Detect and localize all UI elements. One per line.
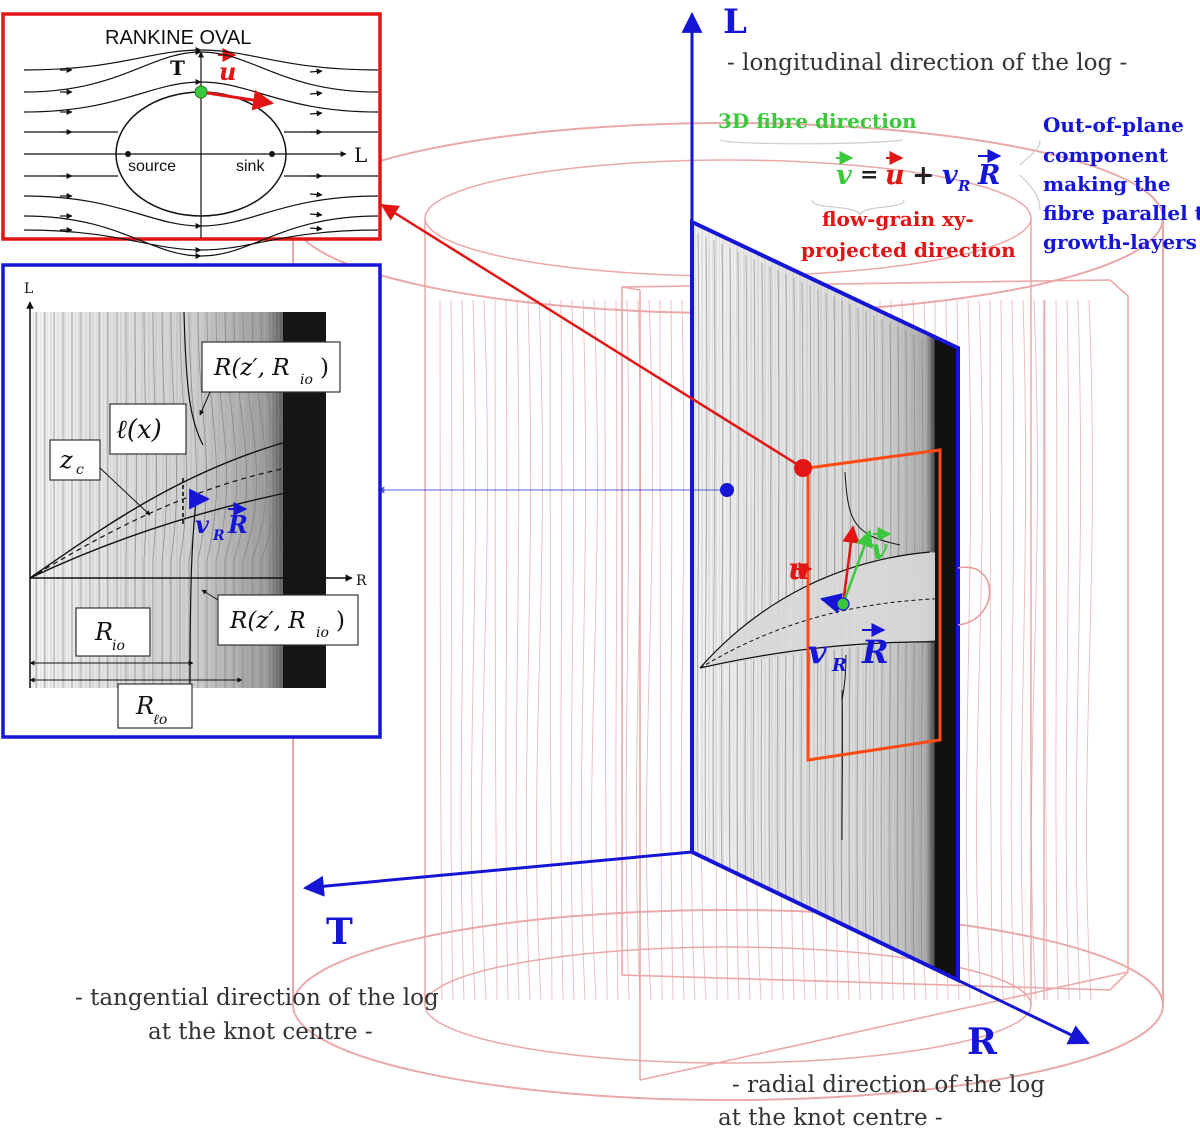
rankine-title: RANKINE OVAL: [105, 27, 251, 49]
rankine-sink-label: sink: [236, 158, 265, 175]
R-label: R: [861, 633, 889, 671]
v-vector: [841, 529, 873, 605]
out-of-plane-line1: Out-of-plane: [1043, 113, 1184, 137]
axis-T-arrow: [302, 850, 693, 897]
svg-text:): ): [336, 608, 345, 634]
v-label: v: [871, 533, 888, 566]
out-of-plane-line5: growth-layers: [1043, 230, 1197, 254]
axis-T-description-line2: at the knot centre -: [148, 1019, 373, 1045]
fibre-point: [836, 597, 850, 611]
callout-Rlo: [117, 683, 193, 729]
callout-ell: [109, 403, 187, 455]
rankine-T-label: T: [170, 56, 185, 80]
callout-R-lower-text: R(z′, R: [229, 608, 306, 634]
fibre-equation: v = u + v R R: [836, 149, 1002, 195]
flow-grain-brace: [719, 139, 1041, 217]
knot-R-vector-label: R: [227, 510, 248, 539]
axis-T-label: T: [326, 911, 353, 953]
eq-u: u: [885, 160, 905, 191]
callout-zc-text: z: [59, 446, 73, 474]
rankine-u-vector: [200, 89, 275, 111]
axis-R-label: R: [967, 1021, 998, 1063]
out-of-plane-line4: fibre parallel to: [1043, 201, 1200, 225]
callout-R-upper-sub: io: [300, 372, 313, 388]
rankine-point: [794, 459, 812, 477]
axis-L-label: L: [723, 2, 747, 42]
callout-zc-sub: c: [76, 462, 84, 478]
axis-R-description-line2: at the knot centre -: [718, 1105, 943, 1129]
u-label: u: [788, 552, 810, 587]
rankine-L-label: L: [354, 143, 367, 167]
knot-panel-point: [720, 483, 734, 497]
projection-window: [806, 448, 942, 762]
vR-subscript: R: [831, 655, 847, 676]
knot-vR-label: v: [195, 510, 210, 539]
flow-grain-label-line2: projected direction: [801, 238, 1016, 262]
connector-to-rankine: [380, 203, 804, 470]
axis-R-description-line1: - radial direction of the log: [732, 1072, 1045, 1098]
eq-plus: +: [912, 160, 935, 191]
fibre-direction-label: 3D fibre direction: [718, 109, 917, 133]
wood-section-plane: [690, 218, 960, 984]
callout-R-lower-sub: io: [316, 625, 329, 641]
svg-text:): ): [320, 355, 329, 381]
callout-R-upper: [201, 341, 341, 393]
callout-Rlo-text: R: [135, 692, 154, 720]
u-vector: [841, 525, 860, 605]
callout-R-upper-text: R(z′, R: [213, 355, 290, 381]
knot-L-label: L: [24, 281, 33, 297]
rankine-source-label: source: [128, 158, 176, 175]
knot-R-label: R: [356, 573, 367, 589]
out-of-plane-line2: component: [1043, 143, 1169, 167]
knot-vR-sub: R: [212, 528, 225, 544]
callout-ell-text: ℓ(x): [116, 415, 162, 445]
out-of-plane-label: Out-of-plane component making the fibre …: [1043, 113, 1200, 254]
axis-R-arrow: [691, 850, 1090, 1045]
eq-v: v: [836, 160, 852, 191]
callout-Rio-text: R: [94, 618, 113, 646]
eq-equals: =: [860, 162, 878, 188]
callout-Rio-sub: io: [112, 638, 125, 654]
axis-T-description-line1: - tangential direction of the log: [75, 985, 439, 1011]
axis-L-description: - longitudinal direction of the log -: [727, 50, 1127, 76]
rankine-u-label: u: [219, 57, 236, 86]
eq-vR-subscript: R: [957, 177, 970, 195]
eq-R: R: [977, 160, 1000, 191]
callout-R-lower: [217, 594, 359, 646]
callout-zc: [49, 439, 101, 481]
knot-detail-panel: L R R(z′, R io ) ℓ(x) z c v R R R(z′, R …: [1, 263, 382, 739]
callout-Rlo-sub: ℓo: [153, 712, 167, 728]
callout-Rio: [75, 607, 151, 657]
vR-label: v: [808, 633, 827, 671]
out-of-plane-line3: making the: [1043, 172, 1171, 196]
knot-bulge-outline: [957, 566, 991, 626]
rankine-oval-panel: RANKINE OVAL T u L source sink: [1, 12, 382, 260]
main-axes: [302, 11, 1090, 1045]
main-panel-vectors: [819, 525, 873, 614]
rankine-stagnation-point: [194, 85, 208, 99]
eq-vR: v: [942, 160, 958, 191]
flow-grain-label-line1: flow-grain xy-: [822, 207, 974, 231]
